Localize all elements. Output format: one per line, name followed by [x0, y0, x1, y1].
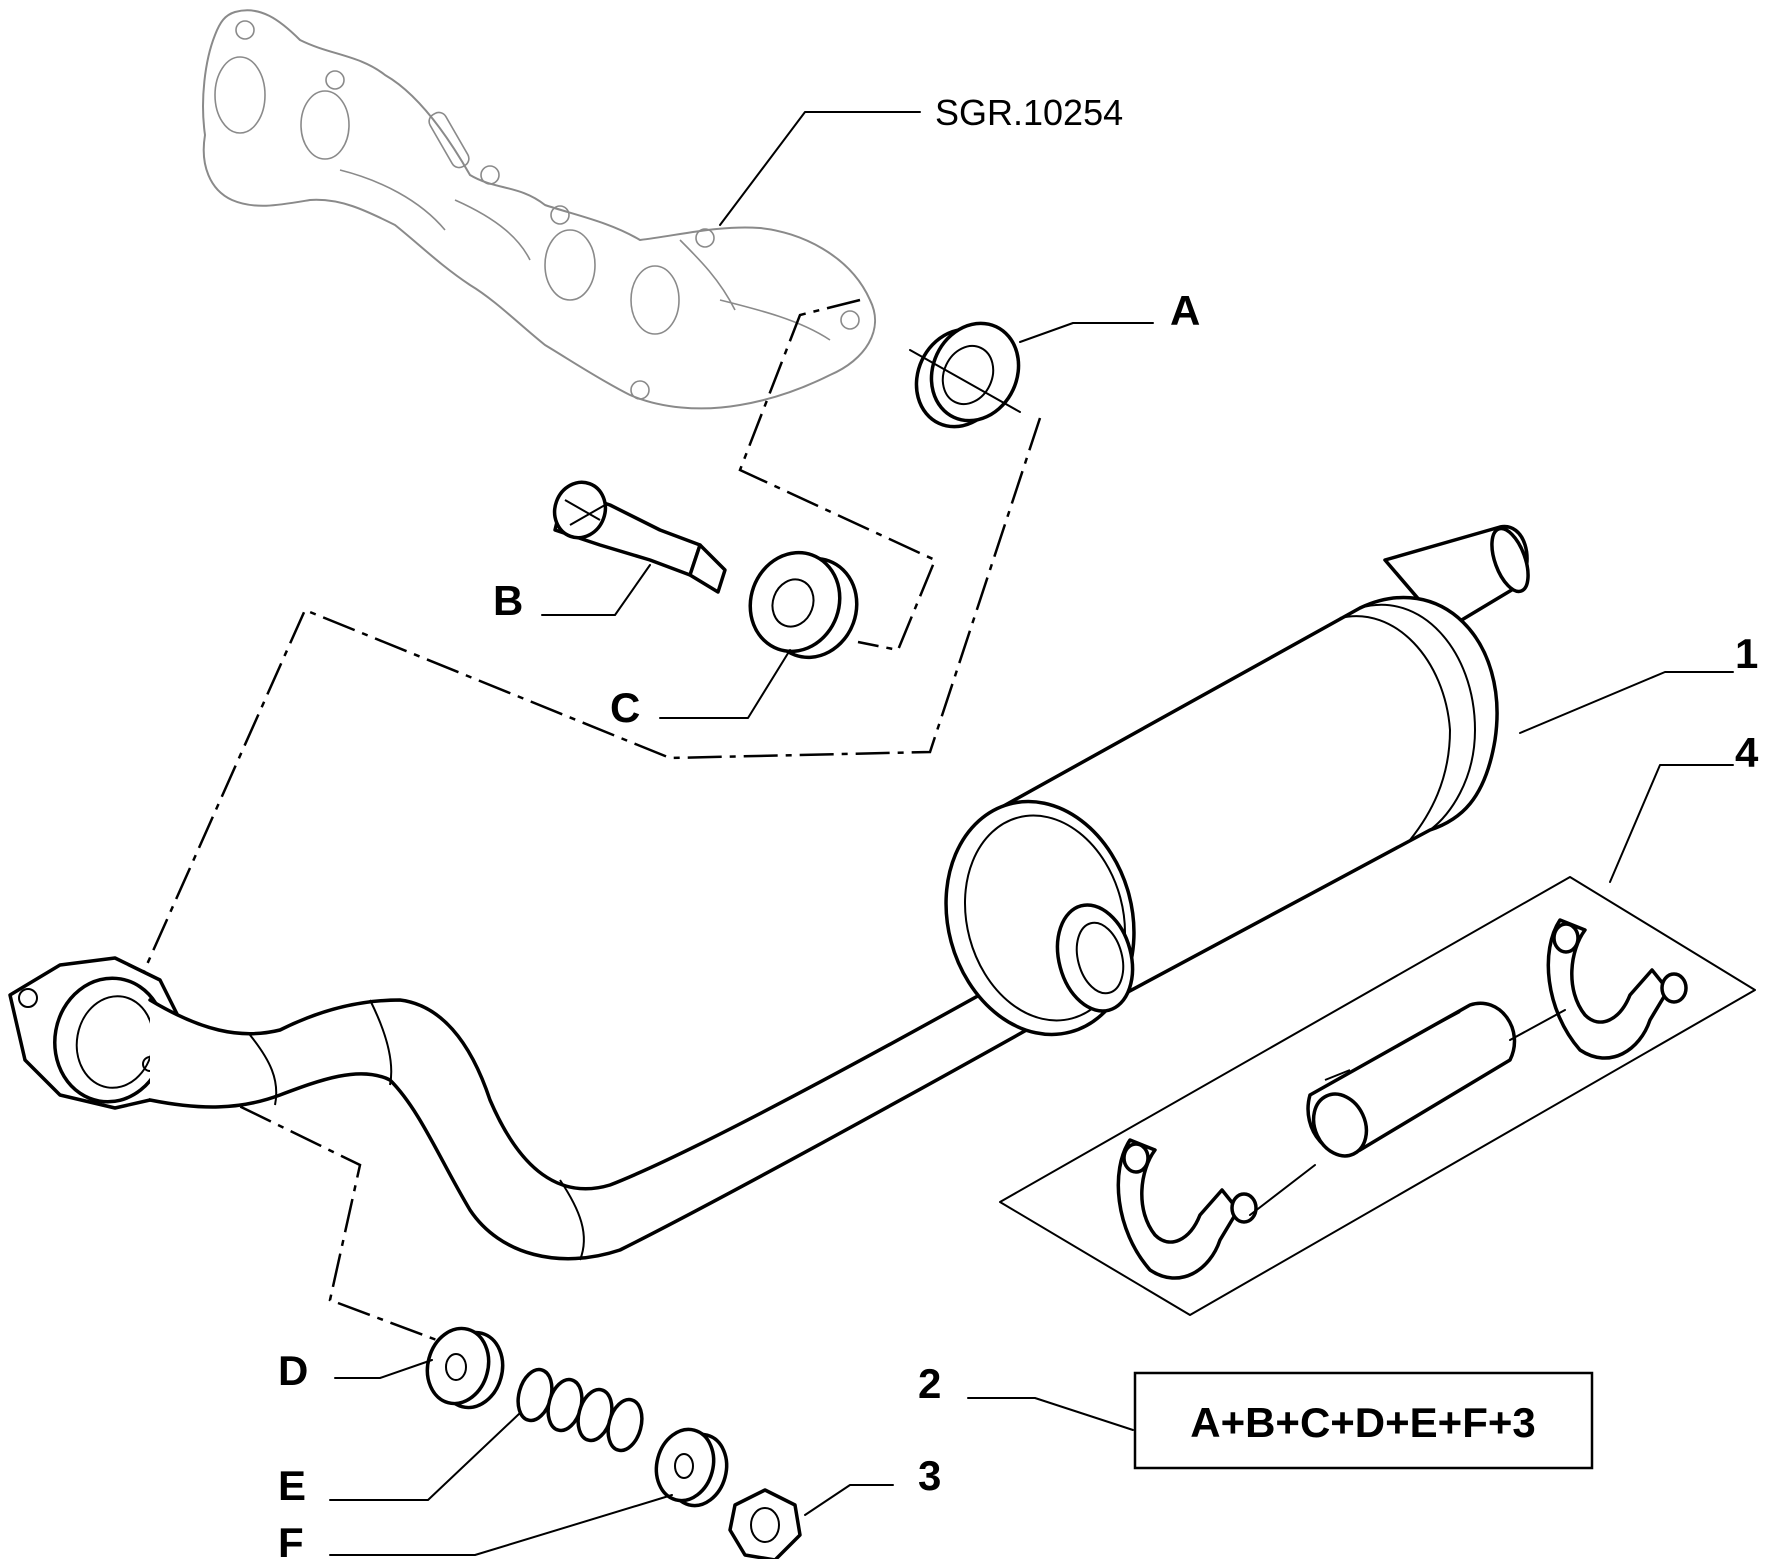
- kit-formula: A+B+C+D+E+F+3: [1190, 1399, 1536, 1446]
- spring-e: [516, 1367, 644, 1453]
- front-exhaust-pipe: [8, 948, 1082, 1261]
- label-f: F: [278, 1519, 304, 1559]
- label-3: 3: [918, 1452, 941, 1499]
- nut-3: [728, 1488, 802, 1559]
- reference-code: SGR.10254: [935, 92, 1123, 133]
- bushing-d: [425, 1326, 505, 1410]
- label-2: 2: [918, 1360, 941, 1407]
- stud-bolt-b: [552, 480, 727, 594]
- label-1: 1: [1735, 630, 1758, 677]
- muffler-1: [944, 524, 1530, 1037]
- label-b: B: [493, 577, 523, 624]
- exhaust-manifold: [202, 9, 876, 410]
- bushing-f: [654, 1427, 729, 1508]
- leader-lines: [329, 111, 1734, 1556]
- label-a: A: [1170, 287, 1200, 334]
- label-c: C: [610, 684, 640, 731]
- label-e: E: [278, 1462, 306, 1509]
- clamp-kit-4: [999, 876, 1756, 1316]
- bushing-c: [748, 550, 859, 660]
- kit-formula-box: [1133, 1371, 1594, 1470]
- gasket-a: [909, 321, 1021, 429]
- label-d: D: [278, 1347, 308, 1394]
- assembly-guide-lines: [118, 298, 1042, 1347]
- label-4: 4: [1735, 729, 1759, 776]
